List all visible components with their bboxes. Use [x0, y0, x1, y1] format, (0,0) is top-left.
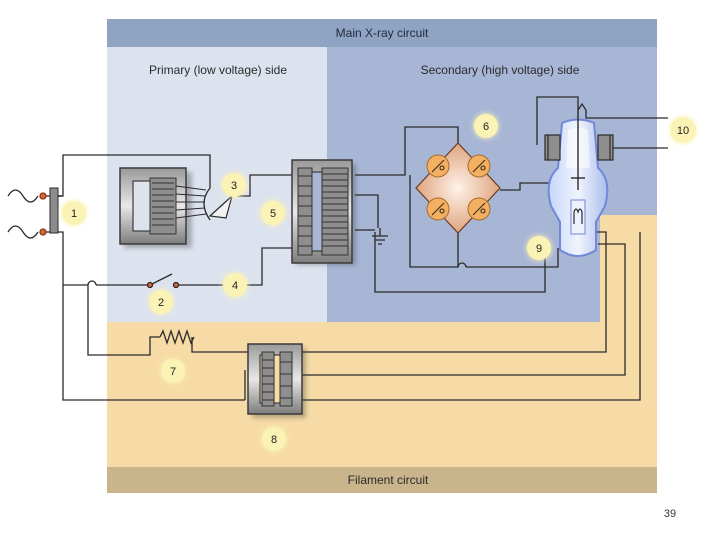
callout-7-label: 7 [170, 366, 176, 378]
callout-7: 7 [160, 358, 186, 384]
callout-9: 9 [526, 235, 552, 261]
filament-panel [107, 215, 657, 467]
title-band [107, 19, 657, 47]
callout-4: 4 [222, 272, 248, 298]
callout-10: 10 [669, 116, 697, 144]
callout-5: 5 [260, 200, 286, 226]
callout-9-label: 9 [536, 243, 542, 255]
callout-1-label: 1 [71, 208, 77, 220]
secondary-side-label: Secondary (high voltage) side [421, 63, 580, 77]
callout-3: 3 [221, 172, 247, 198]
callout-6: 6 [473, 113, 499, 139]
stator-coil-icon [544, 134, 614, 161]
high-voltage-transformer-icon [291, 159, 356, 265]
callout-8: 8 [261, 426, 287, 452]
callout-2-label: 2 [158, 297, 164, 309]
callout-8-label: 8 [271, 434, 277, 446]
main-switch-icon [49, 187, 62, 234]
callout-5-label: 5 [270, 208, 276, 220]
page-number: 39 [663, 508, 677, 520]
callout-6-label: 6 [483, 121, 489, 133]
callout-2: 2 [148, 289, 174, 315]
callout-4-label: 4 [232, 280, 238, 292]
filament-band [107, 467, 657, 493]
filament-circuit-label: Filament circuit [348, 473, 429, 487]
diagram-title: Main X-ray circuit [336, 26, 429, 40]
ac-supply-icon [7, 189, 47, 239]
rheostat-icon [159, 328, 195, 346]
callout-10-label: 10 [677, 125, 689, 137]
primary-side-label: Primary (low voltage) side [149, 63, 287, 77]
xray-tube-icon [547, 110, 609, 257]
filament-transformer-icon [247, 343, 306, 418]
rectifier-bridge-icon [415, 142, 501, 234]
timer-switch-icon [146, 273, 180, 289]
autotransformer-icon [119, 167, 234, 248]
wires [43, 96, 668, 401]
callout-1: 1 [61, 200, 87, 226]
callout-3-label: 3 [231, 180, 237, 192]
